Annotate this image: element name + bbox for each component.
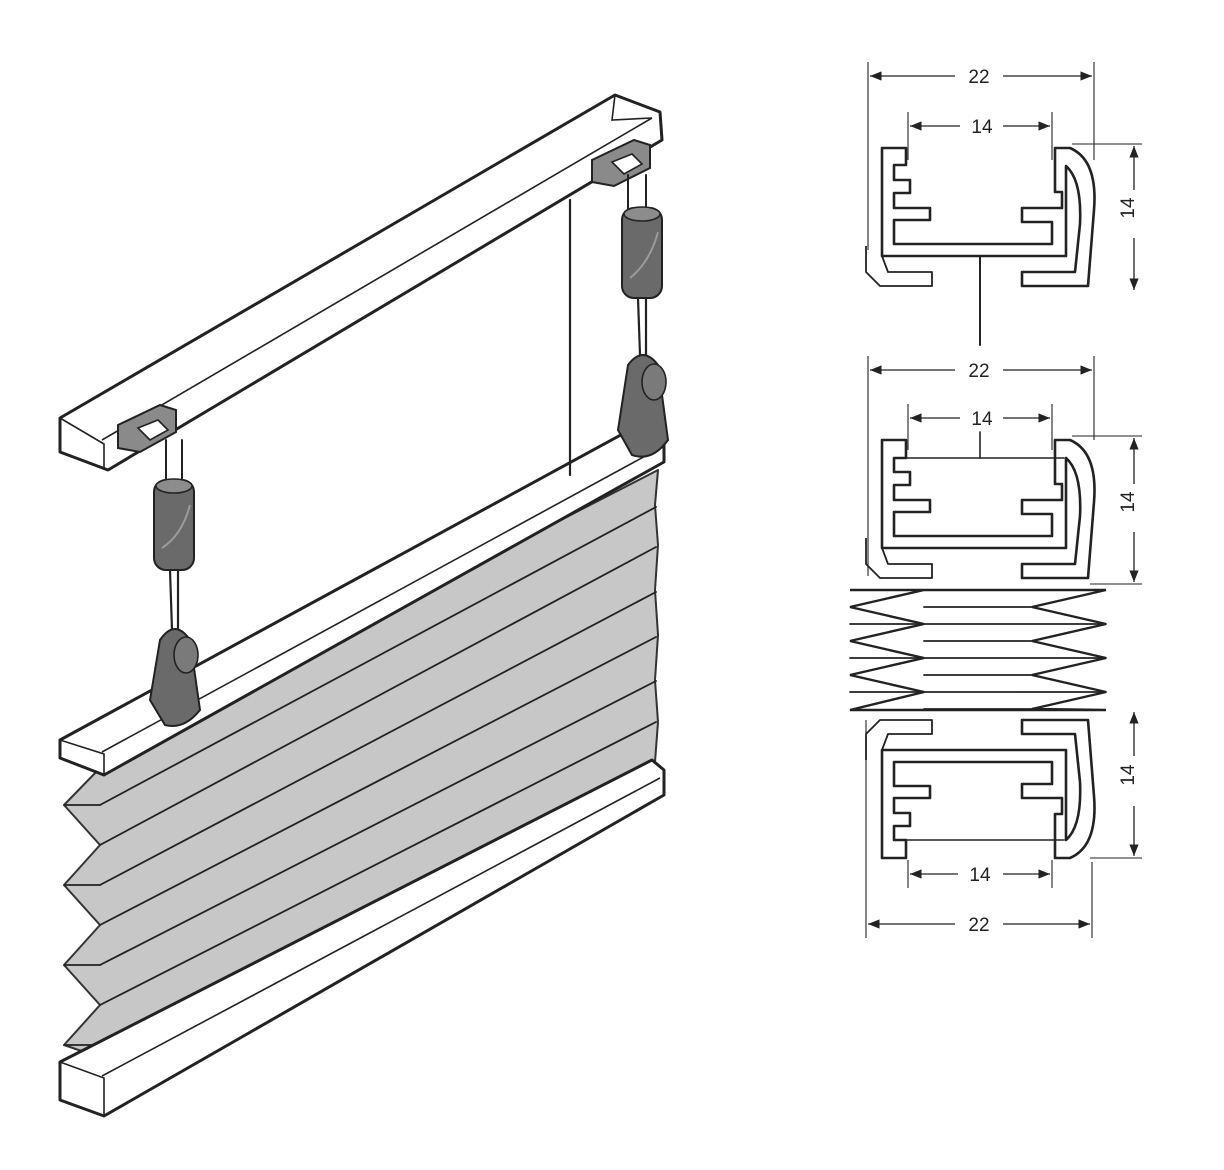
left-cord-assembly — [117, 403, 202, 727]
dim-top-inner: 14 — [971, 117, 993, 138]
pleated-fabric — [63, 469, 659, 1059]
dim-bottom-width: 22 — [968, 915, 989, 936]
dim-bottom-inner: 14 — [969, 865, 991, 886]
dim-mid-height: 14 — [1118, 491, 1139, 513]
bottom-profile — [865, 718, 1096, 860]
dim-bottom-height: 14 — [1118, 764, 1139, 786]
top-profile — [865, 146, 1096, 346]
dim-top-height: 14 — [1118, 197, 1139, 219]
dim-top-width: 22 — [968, 67, 989, 88]
dimension-lines — [865, 62, 1142, 938]
pleat-section — [849, 588, 1107, 712]
head-rail — [58, 93, 664, 472]
dim-mid-inner: 14 — [971, 409, 993, 430]
dimension-labels: 22 14 14 22 14 14 14 14 22 — [968, 67, 1139, 936]
right-cord-assembly — [591, 138, 670, 458]
bottom-rail — [58, 758, 666, 1118]
dim-mid-width: 22 — [968, 361, 989, 382]
middle-profile — [865, 438, 1096, 580]
blind-isometric — [58, 93, 670, 1118]
cross-section: 22 14 14 22 14 14 14 14 22 — [849, 62, 1142, 938]
